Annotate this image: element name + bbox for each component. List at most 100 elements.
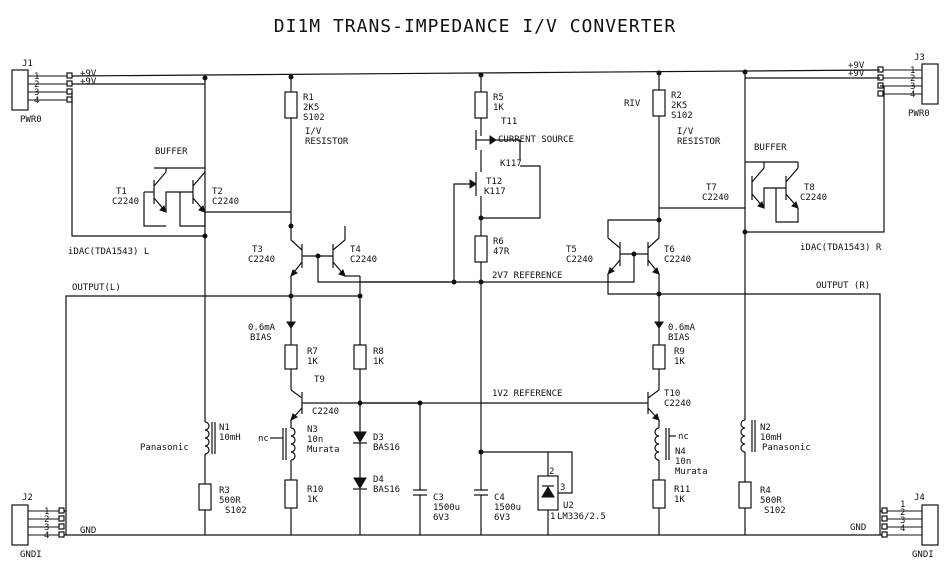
c4-value: 1500u: [494, 503, 521, 513]
diode-d3-body: [353, 431, 367, 443]
bias-left-text: BIAS: [250, 333, 272, 343]
j3-net1: +9V: [848, 61, 865, 71]
t4-part: C2240: [350, 255, 377, 265]
j4-pin4: 4: [900, 524, 905, 534]
n1-ref: N1: [219, 423, 230, 433]
output-left-label: OUTPUT(L): [72, 283, 121, 293]
t2-part: C2240: [212, 197, 239, 207]
resistor-r1-body: [284, 91, 298, 119]
current-source: R5 1K T11 CURRENT SOURCE K117 T12 K117: [451, 75, 574, 285]
idac-left-label: iDAC(TDA1543) L: [68, 247, 149, 257]
j2-name: GNDI: [20, 550, 42, 560]
buffer-left-label: BUFFER: [155, 147, 188, 157]
n2-maker: Panasonic: [762, 443, 811, 453]
t3-ref: T3: [252, 245, 263, 255]
t9-part: C2240: [312, 407, 339, 417]
n4-ref: N4: [675, 447, 686, 457]
r6-value: 47R: [493, 247, 510, 257]
ref-2v7-label: 2V7 REFERENCE: [492, 271, 562, 281]
c3-ref: C3: [433, 493, 444, 503]
diode-d4-body: [353, 477, 367, 489]
n4-maker: Murata: [675, 467, 708, 477]
iv-stage-left: R1 2K5 S102 I/V RESISTOR T3 C2240: [248, 77, 450, 299]
r6-ref: R6: [493, 237, 504, 247]
r5-value: 1K: [493, 103, 504, 113]
r9-value: 1K: [674, 357, 685, 367]
resistor-r2-body: [652, 89, 666, 117]
gnd-label-left: GND: [80, 526, 96, 536]
t2-ref: T2: [212, 187, 223, 197]
t7-part: C2240: [702, 193, 729, 203]
c3-voltage: 6V3: [433, 513, 449, 523]
t5-ref: T5: [566, 245, 577, 255]
u2-pin3: 3: [560, 483, 565, 493]
connector-j1: J1 1 2 3 4 PWR0 +9V +9V: [11, 59, 97, 125]
r3-part: S102: [225, 506, 247, 516]
inductor-n4: [654, 427, 676, 461]
j2-ref: J2: [22, 493, 33, 503]
j1-pin1: 1: [34, 72, 39, 82]
n2-ref: N2: [760, 423, 771, 433]
j2-pin4: 4: [44, 531, 49, 541]
t11-ref: T11: [501, 117, 517, 127]
transistor-t6: [647, 237, 660, 275]
t1-part: C2240: [112, 197, 139, 207]
t4-ref: T4: [350, 245, 361, 255]
r1-role2: RESISTOR: [305, 137, 349, 147]
c4-ref: C4: [494, 493, 505, 503]
r10-ref: R10: [307, 485, 323, 495]
bias-left: 0.6mA BIAS R7 1K T9 C2240 nc N3 10n Mura…: [248, 296, 418, 535]
t8-ref: T8: [804, 183, 815, 193]
c4-voltage: 6V3: [494, 513, 510, 523]
idac-right-label: iDAC(TDA1543) R: [800, 243, 882, 253]
buffer-right-label: BUFFER: [754, 143, 787, 153]
t7-ref: T7: [706, 183, 717, 193]
t3-part: C2240: [248, 255, 275, 265]
r8-value: 1K: [373, 357, 384, 367]
filter-left: N1 10mH Panasonic R3 500R S102: [140, 233, 247, 535]
transistor-t9: [290, 389, 418, 421]
resistor-r8-body: [353, 344, 367, 370]
n3-nc: nc: [258, 434, 269, 444]
j3-name: PWR0: [908, 109, 930, 119]
r2-extra: RIV: [624, 99, 641, 109]
j1-pin4: 4: [34, 96, 39, 106]
gnd-label-right: GND: [850, 523, 866, 533]
diode-chain: R8 1K D3 BAS16 D4 BAS16: [353, 296, 400, 535]
transistor-t5: [607, 237, 621, 275]
resistor-r4-body: [738, 481, 752, 509]
r4-part: S102: [764, 506, 786, 516]
r7-ref: R7: [307, 347, 318, 357]
t10-ref: T10: [664, 389, 680, 399]
inductor-n2-coil: [740, 419, 746, 453]
transistor-t12: [466, 168, 482, 218]
r7-value: 1K: [307, 357, 318, 367]
n4-value: 10n: [675, 457, 691, 467]
j4-name: GNDI: [912, 550, 934, 560]
j3-pin4: 4: [910, 90, 915, 100]
j2-pin1: 1: [44, 507, 49, 517]
r3-ref: R3: [219, 486, 230, 496]
t6-ref: T6: [664, 245, 675, 255]
d3-ref: D3: [373, 433, 384, 443]
filter-right: N2 10mH Panasonic R4 500R S102: [738, 229, 811, 535]
j4-pin1: 1: [900, 500, 905, 510]
d4-ref: D4: [373, 475, 384, 485]
j4-pin2: 2: [900, 508, 905, 518]
resistor-r6-body: [474, 235, 488, 263]
r2-ref: R2: [671, 91, 682, 101]
transistor-t2: [192, 171, 206, 213]
bias-right: 0.6mA BIAS R9 1K T10 C2240 nc N4 10n Mur…: [647, 294, 708, 535]
n3-maker: Murata: [307, 445, 340, 455]
n4-nc: nc: [678, 432, 689, 442]
r3-value: 500R: [219, 496, 241, 506]
j1-ref: J1: [22, 59, 33, 69]
r5-ref: R5: [493, 93, 504, 103]
t5-part: C2240: [566, 255, 593, 265]
filter-caps: C3 1500u 6V3 C4 1500u 6V3 2 3 1 U2 LM336…: [413, 282, 606, 535]
r1-part: S102: [303, 113, 325, 123]
schematic-title: DI1M TRANS-IMPEDANCE I/V CONVERTER: [274, 16, 676, 37]
t10-part: C2240: [664, 399, 691, 409]
d3-part: BAS16: [373, 443, 400, 453]
